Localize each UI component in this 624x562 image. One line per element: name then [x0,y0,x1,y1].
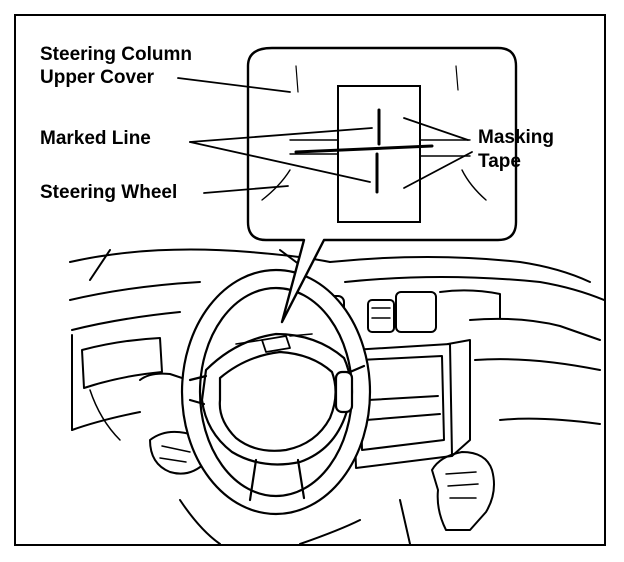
leader-steering-wheel [203,185,289,194]
label-steering-column-upper-cover-1: Steering Column [40,44,193,65]
label-masking-tape-1: Masking [478,127,555,148]
steering-wheel [180,268,372,516]
label-steering-column-upper-cover-2: Upper Cover [40,67,155,88]
leader-upper-cover [177,77,291,93]
leader-masking-upper [403,117,469,141]
leader-lines [177,77,473,194]
leader-masking-lower [403,151,473,189]
leader-marked-line-upper [189,127,373,143]
label-marked-line: Marked Line [40,128,151,149]
label-steering-wheel: Steering Wheel [40,182,178,203]
label-masking-tape-2: Tape [478,151,521,172]
leader-marked-line-lower [189,141,371,183]
callout-content [261,65,487,223]
